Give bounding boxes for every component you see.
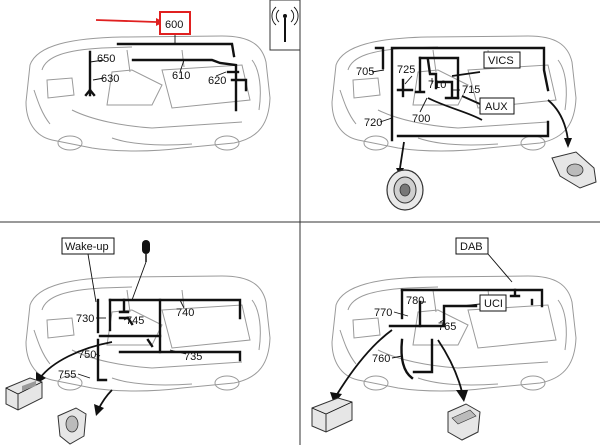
- wakeup-label: Wake-up: [65, 241, 109, 253]
- label-760: 760: [372, 353, 390, 365]
- label-730: 730: [76, 313, 94, 325]
- panel-bottom-left: Wake-up 730 745 740 750 735 755: [5, 237, 271, 445]
- highlight-arrow: [95, 19, 157, 23]
- label-620: 620: [208, 75, 226, 87]
- label-780: 780: [406, 295, 424, 307]
- panel-top-right: VICS AUX 705 725 710 715 700 720: [331, 35, 597, 211]
- panel-bottom-right: DAB UCI 770 780 765 760: [311, 237, 577, 441]
- vics-label: VICS: [488, 55, 514, 67]
- label-630: 630: [101, 73, 119, 85]
- microphone-icon: [131, 240, 150, 301]
- dab-label: DAB: [460, 241, 483, 253]
- label-700: 700: [412, 113, 430, 125]
- label-765: 765: [438, 321, 456, 333]
- label-600: 600: [165, 19, 183, 31]
- radio-unit-icon: [5, 377, 43, 411]
- panel-top-left: 600 650 630 610 620: [25, 0, 301, 152]
- antenna-icon: [271, 6, 299, 42]
- label-650: 650: [97, 53, 115, 65]
- aux-label: AUX: [485, 101, 508, 113]
- label-610: 610: [172, 70, 190, 82]
- label-735: 735: [184, 351, 202, 363]
- label-715: 715: [462, 84, 480, 96]
- speaker-icon: [386, 141, 424, 211]
- tweeter-icon: [547, 99, 597, 189]
- label-750: 750: [78, 349, 96, 361]
- control-unit-icon: [447, 403, 481, 441]
- dab-box: [455, 237, 489, 255]
- vics-box: [483, 51, 521, 69]
- phone-holder-icon: [57, 407, 87, 445]
- highlight-box: [159, 11, 191, 35]
- aux-box: [479, 97, 515, 115]
- label-770: 770: [374, 307, 392, 319]
- label-720: 720: [364, 117, 382, 129]
- label-725: 725: [397, 64, 415, 76]
- label-740: 740: [176, 307, 194, 319]
- uci-label: UCI: [484, 298, 503, 310]
- label-755: 755: [58, 369, 76, 381]
- label-745: 745: [126, 315, 144, 327]
- label-705: 705: [356, 66, 374, 78]
- label-710: 710: [428, 79, 446, 91]
- uci-box: [479, 294, 507, 312]
- console-icon: [311, 397, 353, 433]
